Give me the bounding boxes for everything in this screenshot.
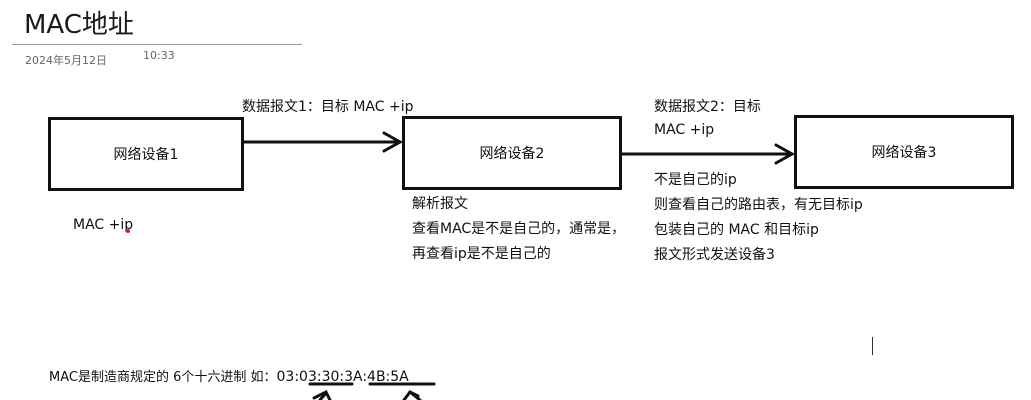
device-box-3: 网络设备3 bbox=[794, 115, 1014, 189]
device-label-1: 网络设备1 bbox=[113, 147, 179, 163]
packet-2-label-line2: MAC +ip bbox=[654, 122, 715, 138]
arrowhead-device2 bbox=[382, 131, 404, 153]
ink-mark-dot bbox=[126, 229, 130, 233]
pointer-arrow-left bbox=[318, 391, 328, 400]
page-date: 2024年5月12日 bbox=[25, 54, 107, 67]
pointer-arrow-right bbox=[408, 390, 422, 400]
device-box-1: 网络设备1 bbox=[48, 117, 244, 191]
device-3-note-line: 不是自己的ip bbox=[654, 172, 737, 188]
packet-1-label: 数据报文1：目标 MAC +ip bbox=[242, 99, 414, 115]
device-2-note-line: 解析报文 bbox=[412, 196, 468, 212]
pointer-arrow-left-head bbox=[312, 389, 332, 400]
mac-description-prefix: MAC是制造商规定的 6个十六进制 如： bbox=[49, 370, 277, 385]
page-time: 10:33 bbox=[143, 49, 175, 62]
device-3-note-line: 包装自己的 MAC 和目标ip bbox=[654, 222, 819, 238]
device-box-2: 网络设备2 bbox=[402, 116, 622, 190]
mac-description: MAC是制造商规定的 6个十六进制 如：03:03:30:3A:4B:5A bbox=[49, 366, 409, 385]
device-label-2: 网络设备2 bbox=[479, 146, 545, 162]
packet-2-label-line1: 数据报文2：目标 bbox=[654, 99, 761, 115]
device-3-notes: 不是自己的ip 则查看自己的路由表，有无目标ip 包装自己的 MAC 和目标ip… bbox=[654, 168, 863, 268]
page-title: MAC地址 bbox=[24, 10, 134, 40]
device-3-note-line: 则查看自己的路由表，有无目标ip bbox=[654, 197, 863, 213]
arrowhead-device3 bbox=[774, 143, 796, 165]
mac-example-address: 03:03:30:3A:4B:5A bbox=[276, 369, 409, 385]
device-1-note: MAC +ip bbox=[73, 217, 134, 233]
text-cursor bbox=[872, 337, 873, 355]
pointer-arrow-right-head bbox=[402, 390, 420, 400]
device-3-note-line: 报文形式发送设备3 bbox=[654, 247, 775, 263]
title-divider bbox=[12, 44, 302, 45]
device-label-3: 网络设备3 bbox=[871, 145, 937, 161]
device-2-note-line: 查看MAC是不是自己的，通常是， bbox=[412, 221, 626, 237]
device-2-notes: 解析报文 查看MAC是不是自己的，通常是， 再查看ip是不是自己的 bbox=[412, 192, 625, 267]
device-2-note-line: 再查看ip是不是自己的 bbox=[412, 246, 551, 262]
